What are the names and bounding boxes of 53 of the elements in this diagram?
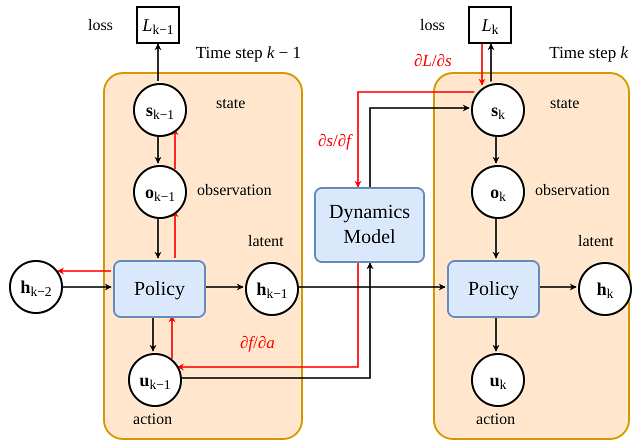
arrow <box>488 43 494 82</box>
node-label: h$_{k−2}$ <box>20 276 52 300</box>
arrow <box>154 217 162 259</box>
node-label: o$_{k}$ <box>490 180 506 206</box>
node-label: u$_{k}$ <box>490 368 506 394</box>
node-caption: state <box>216 95 246 112</box>
arrow <box>478 44 486 86</box>
node-caption: loss <box>88 17 113 34</box>
arrow <box>492 316 500 352</box>
node-label: Policy <box>132 276 186 302</box>
node-caption: loss <box>420 17 445 34</box>
edge-label: ∂f/∂a <box>240 332 275 354</box>
node-caption: observation <box>197 182 272 199</box>
arrow <box>180 262 374 379</box>
panel-heading: Time step k <box>549 42 628 64</box>
node-label: o$_{k−1}$ <box>144 180 176 206</box>
arrow <box>154 135 162 164</box>
arrow <box>354 91 474 188</box>
node-label: s$_{k}$ <box>491 98 505 124</box>
node-label: L$_{k−1}$ <box>142 14 174 38</box>
node-caption: observation <box>535 182 610 199</box>
arrow <box>150 316 156 352</box>
arrow <box>538 284 577 290</box>
loss-box <box>468 6 512 44</box>
arrow <box>492 217 500 259</box>
node-label: h$_{k}$ <box>596 278 614 302</box>
node-label: L$_{k}$ <box>482 14 498 38</box>
arrow <box>168 315 176 359</box>
node-label: h$_{k−1}$ <box>256 278 288 302</box>
arrow <box>63 284 112 290</box>
node-caption: latent <box>248 233 284 250</box>
process-box <box>113 260 206 318</box>
node-caption: state <box>550 95 580 112</box>
process-box <box>314 187 425 263</box>
node-caption: action <box>133 411 172 428</box>
arrow <box>154 43 162 81</box>
node-label: Policy <box>466 276 520 302</box>
node-caption: latent <box>578 233 614 250</box>
edge-label: ∂s/∂f <box>318 130 351 152</box>
arrow <box>204 284 244 290</box>
node-caption: action <box>476 411 516 428</box>
node-label: Dynamics Model <box>328 200 412 250</box>
process-box <box>447 260 540 318</box>
edge-label: ∂L/∂s <box>414 50 452 72</box>
arrow <box>57 268 111 274</box>
arrow <box>177 263 359 370</box>
node-label: u$_{k−1}$ <box>139 368 171 394</box>
panel-heading: Time step k − 1 <box>196 42 301 64</box>
arrow <box>369 104 470 187</box>
arrow <box>492 135 500 164</box>
loss-box <box>136 6 180 44</box>
node-label: s$_{k−1}$ <box>146 98 174 124</box>
arrow <box>297 284 446 290</box>
